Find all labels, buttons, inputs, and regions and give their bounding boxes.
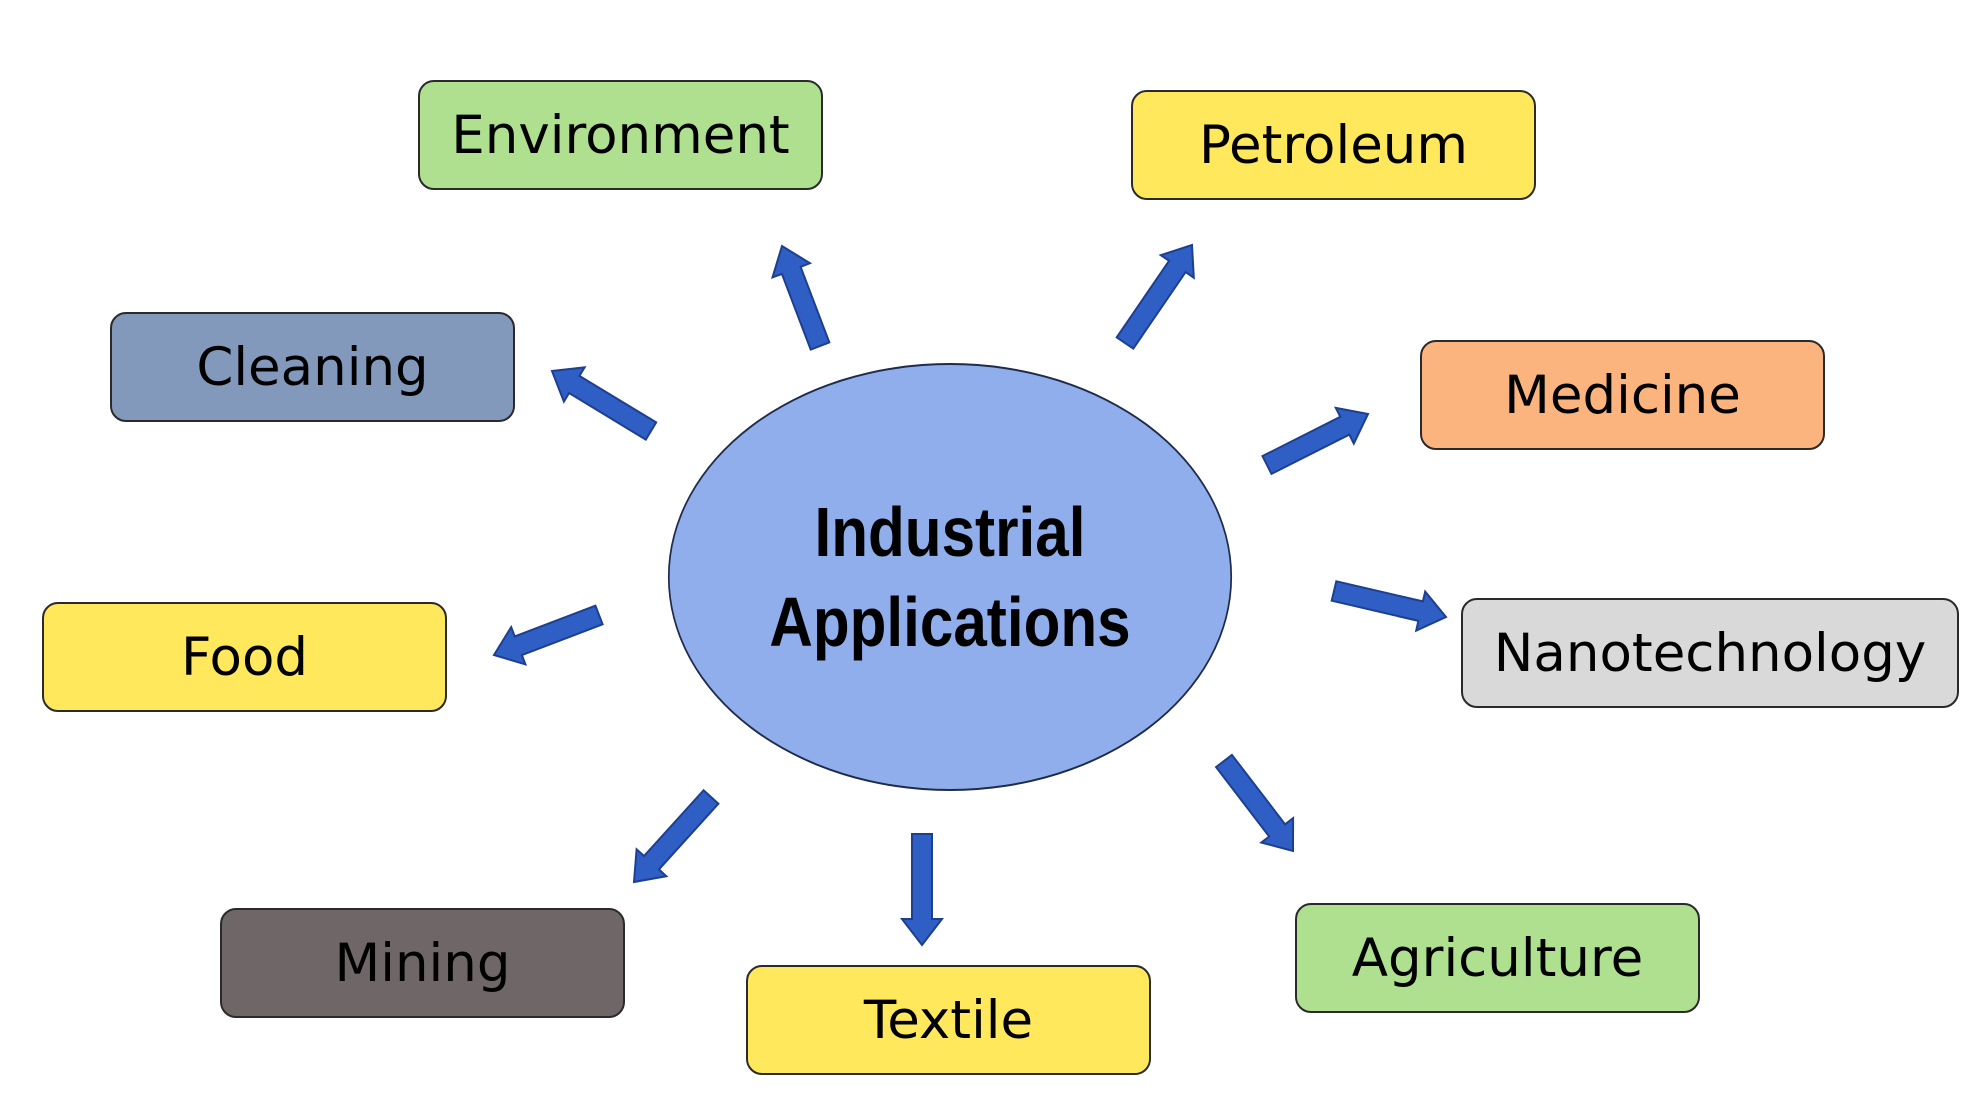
node-medicine-label: Medicine — [1504, 364, 1741, 426]
node-nanotechnology: Nanotechnology — [1461, 598, 1959, 708]
arrow-to-medicine — [1261, 406, 1370, 476]
node-cleaning-label: Cleaning — [196, 336, 429, 398]
node-food-label: Food — [180, 626, 309, 688]
hub-title-line1: Industrial — [814, 493, 1086, 571]
arrow-to-agriculture — [1214, 753, 1295, 853]
node-mining: Mining — [220, 908, 625, 1018]
arrow-to-petroleum — [1115, 243, 1195, 350]
arrow-to-nanotechnology — [1330, 580, 1448, 633]
arrow-to-environment — [770, 244, 831, 351]
arrow-to-cleaning — [550, 366, 658, 441]
node-medicine: Medicine — [1420, 340, 1825, 450]
node-environment-label: Environment — [451, 104, 790, 166]
node-cleaning: Cleaning — [110, 312, 515, 422]
node-textile-label: Textile — [863, 989, 1034, 1051]
node-mining-label: Mining — [334, 932, 511, 994]
node-petroleum: Petroleum — [1131, 90, 1536, 200]
arrow-to-mining — [632, 788, 720, 884]
arrow-to-textile — [899, 833, 945, 947]
hub-title-line2: Applications — [769, 583, 1131, 661]
node-environment: Environment — [418, 80, 823, 190]
node-petroleum-label: Petroleum — [1198, 114, 1469, 176]
node-food: Food — [42, 602, 447, 712]
arrow-to-food — [492, 604, 604, 666]
node-agriculture: Agriculture — [1295, 903, 1700, 1013]
hub-ellipse: Industrial Applications — [667, 363, 1233, 791]
node-textile: Textile — [746, 965, 1151, 1075]
node-nanotechnology-label: Nanotechnology — [1493, 622, 1927, 684]
node-agriculture-label: Agriculture — [1351, 927, 1644, 989]
